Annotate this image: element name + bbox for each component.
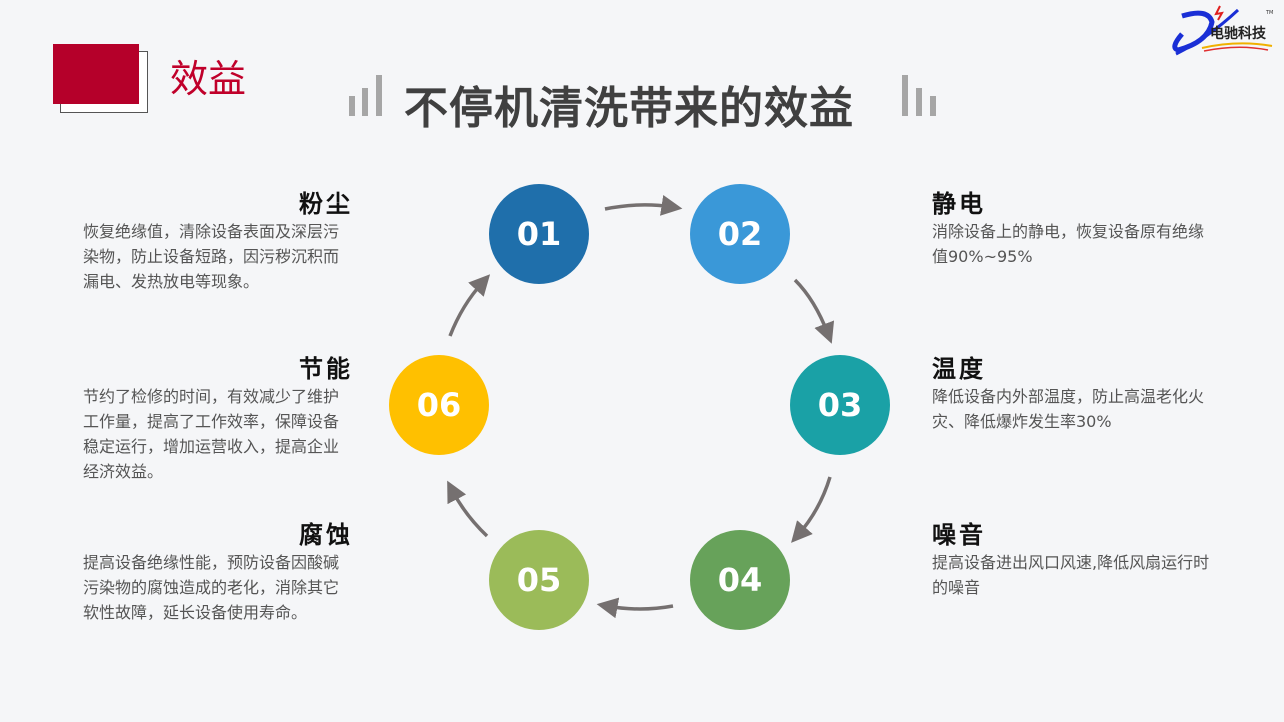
benefit-temperature: 温度 降低设备内外部温度，防止高温老化火灾、降低爆炸发生率30%: [932, 349, 1212, 434]
benefit-heading: 粉尘: [299, 190, 353, 218]
benefit-heading: 温度: [932, 355, 986, 383]
benefit-heading: 静电: [932, 190, 986, 218]
arrow-06-01: [448, 274, 491, 337]
step-circle-04: 04: [690, 530, 790, 630]
arrow-03-04: [791, 476, 832, 543]
step-circle-06: 06: [389, 355, 489, 455]
section-label: 效益: [170, 57, 247, 101]
title-deco-bar: [902, 75, 908, 116]
benefit-heading: 噪音: [932, 521, 986, 549]
step-circle-05: 05: [489, 530, 589, 630]
title-deco-bar: [930, 96, 936, 116]
arrow-01-02: [604, 195, 683, 216]
benefit-text: 恢复绝缘值，清除设备表面及深层污染物，防止设备短路，因污秽沉积而漏电、发热放电等…: [83, 222, 340, 291]
benefit-text: 降低设备内外部温度，防止高温老化火灾、降低爆炸发生率30%: [932, 387, 1205, 431]
benefit-heading: 腐蚀: [299, 521, 353, 549]
step-circle-03: 03: [790, 355, 890, 455]
title-deco-bar: [349, 96, 355, 116]
benefit-noise: 噪音 提高设备进出风口风速,降低风扇运行时的噪音: [932, 515, 1212, 600]
benefit-heading: 节能: [299, 355, 353, 383]
benefit-text: 节约了检修的时间，有效减少了维护工作量，提高了工作效率，保障设备稳定运行，增加运…: [83, 387, 340, 481]
arrow-04-05: [596, 597, 674, 619]
arrow-02-03: [793, 278, 835, 344]
svg-text:电驰科技: 电驰科技: [1210, 25, 1267, 42]
svg-text:TM: TM: [1265, 10, 1273, 16]
benefit-text: 提高设备绝缘性能，预防设备因酸碱污染物的腐蚀造成的老化，消除其它软性故障，延长设…: [83, 553, 340, 622]
benefit-text: 提高设备进出风口风速,降低风扇运行时的噪音: [932, 553, 1210, 597]
benefit-text: 消除设备上的静电，恢复设备原有绝缘值90%~95%: [932, 222, 1205, 266]
benefit-dust: 粉尘 恢复绝缘值，清除设备表面及深层污染物，防止设备短路，因污秽沉积而漏电、发热…: [83, 184, 353, 294]
step-circle-02: 02: [690, 184, 790, 284]
page-title: 不停机清洗带来的效益: [404, 83, 854, 134]
arrow-05-06: [447, 480, 489, 538]
section-marker: [53, 44, 139, 104]
step-circle-01: 01: [489, 184, 589, 284]
title-deco-bar: [362, 88, 368, 116]
title-deco-bar: [376, 75, 382, 116]
title-deco-bar: [916, 88, 922, 116]
benefit-energy: 节能 节约了检修的时间，有效减少了维护工作量，提高了工作效率，保障设备稳定运行，…: [83, 349, 353, 484]
benefit-corrosion: 腐蚀 提高设备绝缘性能，预防设备因酸碱污染物的腐蚀造成的老化，消除其它软性故障，…: [83, 515, 353, 625]
benefit-static: 静电 消除设备上的静电，恢复设备原有绝缘值90%~95%: [932, 184, 1212, 269]
company-logo: 电驰科技 TM: [1168, 4, 1278, 58]
